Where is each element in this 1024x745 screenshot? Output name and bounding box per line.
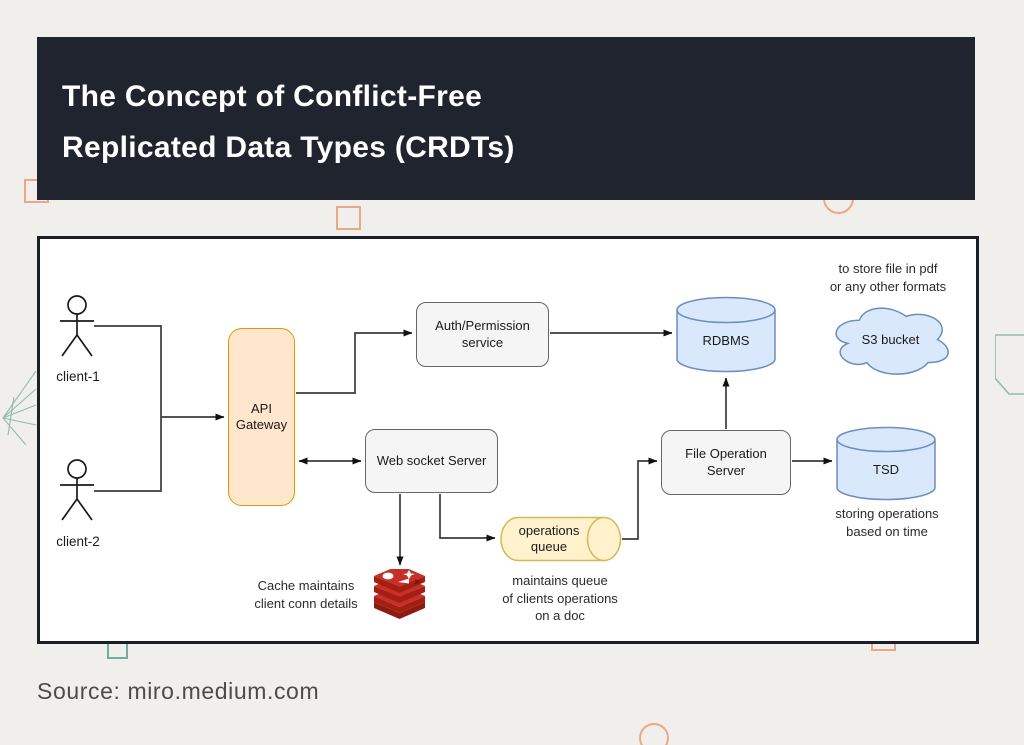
s3-note: to store file in pdf or any other format…	[829, 261, 947, 294]
connector-layer	[60, 295, 833, 566]
api-gateway-label: API Gateway	[235, 400, 288, 432]
node-s3-bucket: S3 bucket	[828, 301, 953, 378]
deco-flag-right-edge	[995, 334, 1024, 395]
node-api-gateway: API Gateway	[228, 328, 295, 506]
node-auth-service: Auth/Permission service	[416, 302, 549, 367]
file-operation-server-label: File Operation Server	[685, 446, 767, 478]
page-title: The Concept of Conflict-Free Replicated …	[62, 80, 515, 164]
node-websocket-server: Web socket Server	[365, 429, 498, 493]
auth-service-label: Auth/Permission service	[435, 318, 530, 350]
websocket-server-label: Web socket Server	[376, 452, 487, 468]
deco-circle-bottom	[639, 723, 669, 745]
database-cylinder-icon	[836, 426, 936, 501]
deco-burst-left-edge	[2, 370, 37, 446]
tsd-label: TSD	[873, 462, 899, 477]
diagram-panel: client-1 client-2 API Gateway Auth/Permi…	[37, 236, 979, 644]
tsd-note: storing operations based on time	[835, 506, 939, 539]
operations-queue-label: operations queue	[518, 523, 580, 555]
actor-client1	[60, 295, 94, 357]
s3-bucket-label: S3 bucket	[861, 332, 920, 347]
rdbms-label: RDBMS	[702, 333, 750, 348]
database-cylinder-icon	[676, 296, 776, 373]
node-tsd: TSD	[836, 426, 936, 501]
client1-label: client-1	[56, 369, 100, 384]
edge-gateway-to-auth	[296, 329, 413, 394]
redis-cache	[371, 569, 428, 621]
redis-database-icon	[374, 569, 425, 619]
edge-websocket-to-queue	[439, 494, 496, 542]
client2-label: client-2	[56, 534, 100, 549]
edge-queue-to-fileop	[622, 457, 658, 540]
edge-client1-bus	[94, 325, 162, 492]
redis-note: Cache maintains client conn details	[254, 578, 358, 611]
deco-square-under-header	[336, 206, 361, 230]
node-rdbms: RDBMS	[676, 296, 776, 373]
queue-icon	[500, 516, 622, 562]
source-attribution: Source: miro.medium.com	[37, 678, 320, 704]
queue-note: maintains queue of clients operations on…	[502, 573, 618, 624]
node-file-operation-server: File Operation Server	[661, 430, 791, 495]
actor-client2	[60, 459, 94, 521]
cloud-icon	[835, 307, 949, 375]
node-operations-queue: operations queue	[499, 516, 622, 562]
header: The Concept of Conflict-Free Replicated …	[37, 37, 975, 200]
